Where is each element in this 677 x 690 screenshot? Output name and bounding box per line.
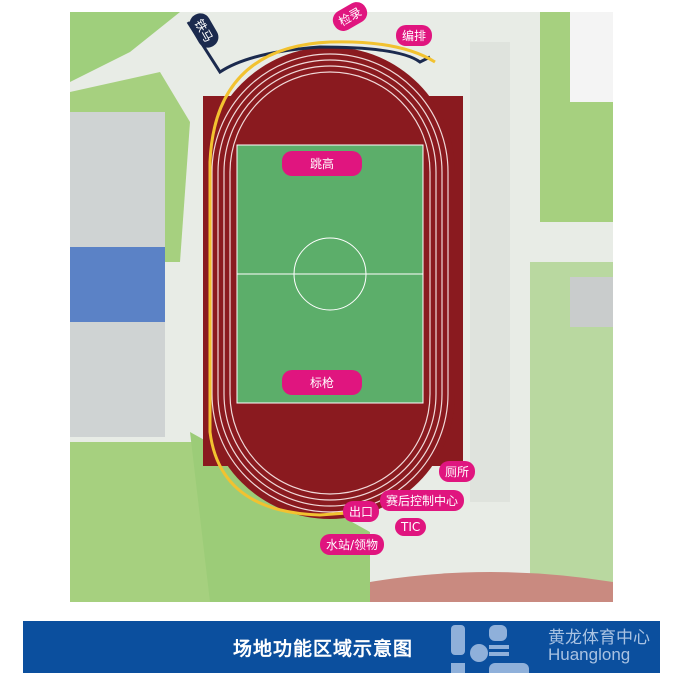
label-high-jump: 跳高 xyxy=(282,151,363,176)
label-scheduling: 编排 xyxy=(396,25,433,46)
org-name-en: Huanglong xyxy=(548,645,631,664)
label-tic: TIC xyxy=(395,518,427,536)
map-graphic xyxy=(70,12,613,602)
label-exit: 出口 xyxy=(343,501,380,522)
route-path xyxy=(208,40,436,517)
venue-map: 铁马 检录 编排 跳高 标枪 厕所 赛后控制中心 出口 TIC 水站/领物 xyxy=(70,0,613,602)
solar-roof xyxy=(70,247,165,322)
org-name-cn: 黄龙体育中心 xyxy=(548,628,650,648)
barrier-line xyxy=(186,21,431,75)
banner-title: 场地功能区域示意图 xyxy=(233,638,414,660)
label-post-control-center: 赛后控制中心 xyxy=(380,490,465,511)
label-toilet: 厕所 xyxy=(439,461,476,482)
label-water-station: 水站/领物 xyxy=(320,534,385,555)
title-banner: 场地功能区域示意图 黄龙体育中心 Huanglong xyxy=(23,621,660,673)
huanglong-logo-icon xyxy=(451,625,529,673)
label-javelin: 标枪 xyxy=(282,370,363,395)
